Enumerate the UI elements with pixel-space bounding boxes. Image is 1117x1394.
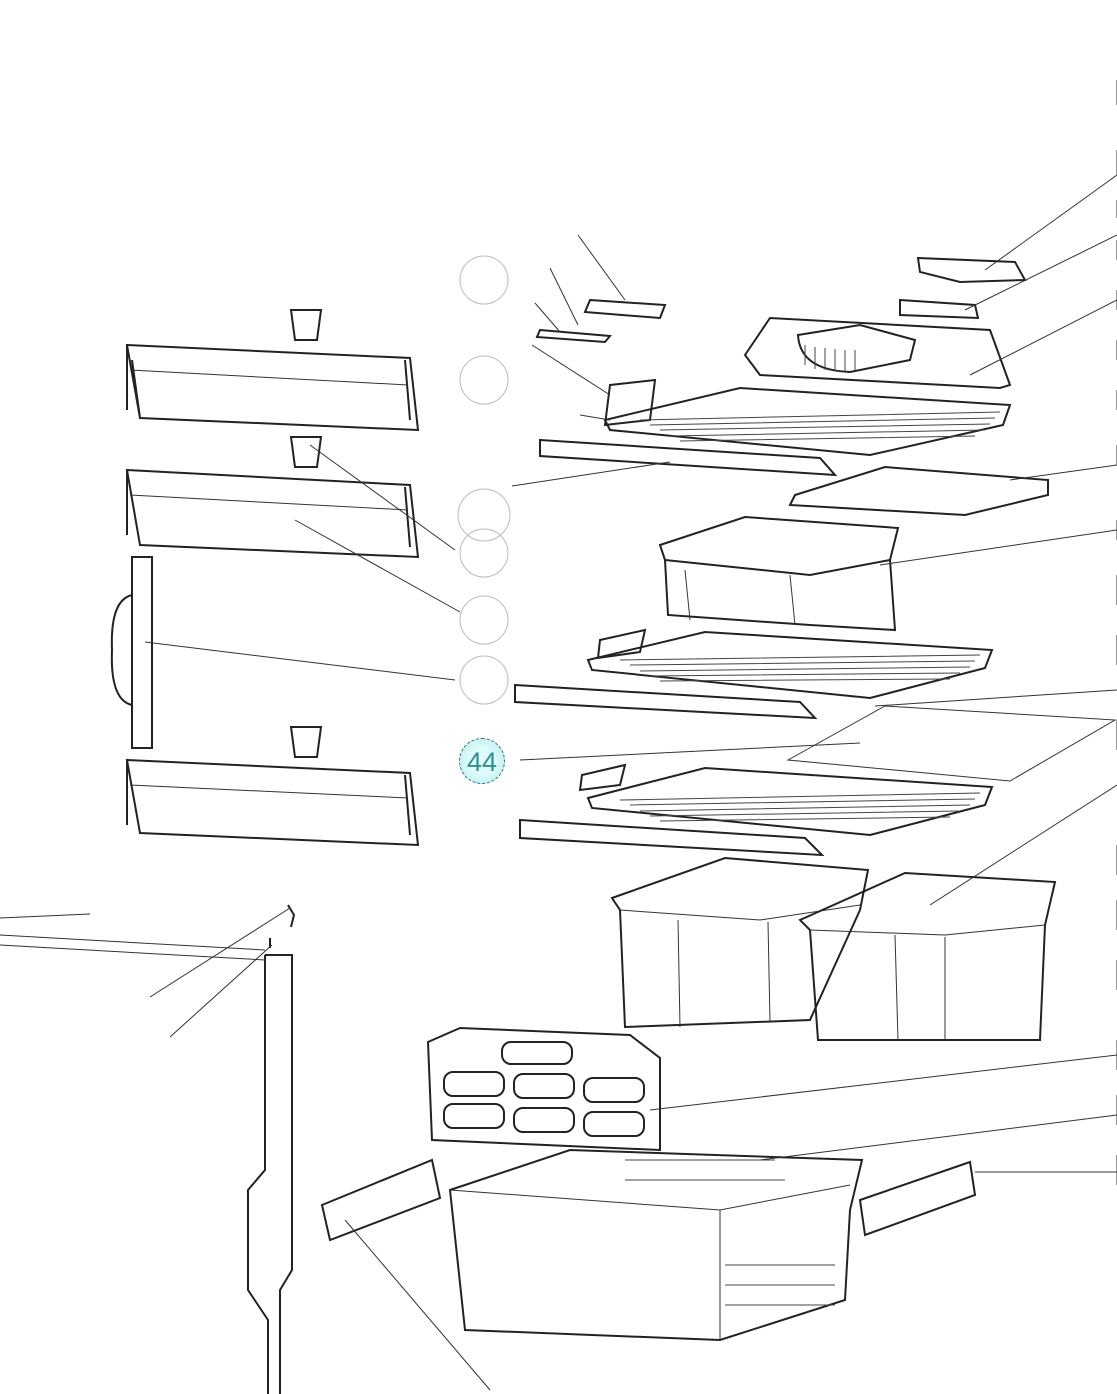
crisper-left [610, 856, 870, 1029]
door-bin-bottom [125, 726, 420, 847]
glass-panel-44 [786, 705, 1117, 782]
shelf-upper [539, 386, 1012, 477]
small-brackets [535, 298, 667, 427]
crisper-small [658, 515, 900, 632]
freezer-drawer [448, 1148, 864, 1342]
crisper-right [798, 871, 1057, 1041]
door-bin-middle [125, 436, 420, 559]
door-trim-strip [110, 556, 153, 749]
part-callout-44[interactable]: 44 [459, 738, 505, 784]
drawer-divider [426, 1026, 661, 1152]
drawer-slide-left [320, 1158, 442, 1242]
door-handle [0, 904, 296, 1394]
drawer-slide-right [858, 1160, 977, 1237]
leader-lines [144, 174, 1117, 1391]
shelf-middle [514, 628, 994, 720]
fan-cover-assembly [743, 256, 1027, 390]
shelf-lower [519, 763, 994, 857]
faint-callout-circles [457, 255, 511, 705]
door-bin-top [125, 309, 420, 432]
shelf-support-frame [788, 465, 1049, 517]
